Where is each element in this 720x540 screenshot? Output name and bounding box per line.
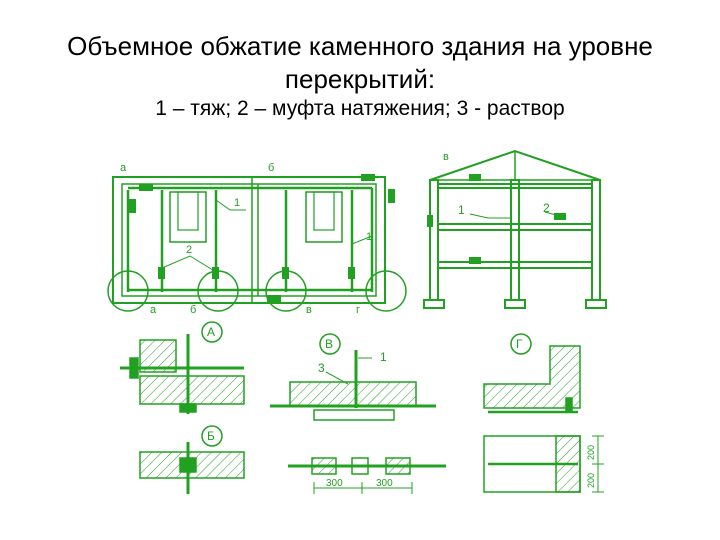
leader-line: [351, 235, 373, 245]
plan-inner-wall: [121, 183, 377, 297]
slab-hatch: [289, 381, 417, 407]
leader-line: [325, 371, 349, 385]
plan-labels: а б 1 2 1 а б в г в: [120, 151, 449, 316]
tension-coupling: [469, 257, 481, 264]
section-callout-1: 1: [458, 203, 465, 217]
coupling-detail: [288, 457, 446, 494]
section-callout-2: 2: [543, 201, 550, 215]
detail-label-b: Б: [207, 429, 215, 443]
detail-a: [120, 321, 245, 414]
wall-middle: [510, 179, 520, 301]
detail-label-g: Г: [516, 337, 523, 351]
plan-callout-1: 1: [234, 197, 240, 209]
dimension-label: 300: [326, 478, 343, 489]
detail-label-v: В: [325, 337, 333, 351]
detail-g: [483, 333, 581, 414]
detail-circle-v: [265, 270, 307, 312]
leader-line: [544, 211, 561, 217]
plan-view: [107, 174, 407, 312]
plan-detail-b: б: [190, 304, 196, 316]
plan-callout-1b: 1: [366, 231, 372, 243]
tension-coupling: [282, 267, 289, 279]
floor-slab: [437, 261, 593, 269]
anchor-plate: [179, 457, 197, 473]
anchor-plate: [129, 357, 139, 379]
tension-coupling: [361, 174, 375, 181]
floor-slab: [437, 183, 593, 189]
detail-v: [270, 333, 436, 421]
dimension-label: 300: [376, 478, 393, 489]
dimension-label: 200: [586, 473, 596, 488]
plan-stair-right: [305, 191, 343, 243]
mortar-bed: [313, 409, 395, 421]
wall-right: [591, 179, 601, 301]
detail-circle-b: [197, 270, 239, 312]
detail-marker-g: [510, 333, 532, 355]
tension-coupling: [554, 213, 566, 220]
tension-coupling: [212, 267, 219, 279]
section-label: в: [443, 151, 449, 163]
tension-coupling: [388, 189, 395, 203]
slide-title: Объемное обжатие каменного здания на уро…: [67, 31, 653, 94]
tension-coupling: [129, 199, 136, 213]
foundation-left: [423, 299, 445, 309]
plan-callout-2: 2: [186, 244, 192, 256]
foundation-right: [585, 299, 607, 309]
detail-marker-v: [319, 333, 341, 355]
floor-slab: [437, 223, 593, 231]
wall-left: [429, 179, 439, 301]
detail-circle-g: [365, 270, 407, 312]
detail-marker-a: [201, 321, 223, 343]
plan-stair-right-inner: [313, 191, 335, 231]
section-labels: 1 2: [458, 201, 550, 217]
plan-detail-v: в: [306, 304, 312, 316]
anchor-plate: [179, 403, 197, 413]
section-view: [423, 149, 607, 309]
tension-coupling: [267, 295, 281, 302]
detail-circle-a: [107, 270, 149, 312]
legend-caption: 1 – тяж; 2 – муфта натяжения; 3 - раство…: [155, 97, 565, 120]
plan-axis-a: а: [120, 162, 127, 174]
anchor-plate: [565, 397, 573, 413]
tension-coupling: [348, 267, 355, 279]
leader-line: [469, 213, 510, 219]
dimension-label: 200: [586, 445, 596, 460]
plan-detail-g: г: [356, 304, 360, 316]
detail-callout-1: 1: [380, 350, 387, 364]
foundation-mid: [504, 299, 526, 309]
leader-line: [215, 199, 246, 211]
leader-line: [161, 255, 217, 273]
tension-coupling: [427, 215, 433, 227]
detail-b: [139, 425, 245, 494]
plan-outer-wall: [112, 176, 386, 304]
tension-coupling: [158, 267, 165, 279]
plan-axis-b: б: [268, 162, 274, 174]
detail-callout-3: 3: [318, 361, 325, 375]
plan-stair-left: [169, 191, 207, 243]
wall-hatch: [139, 375, 245, 405]
plan-stair-left-inner: [177, 191, 199, 231]
tension-coupling: [139, 184, 153, 191]
detail-label-a: А: [207, 325, 215, 339]
detail-marker-b: [201, 425, 223, 447]
corner-wall-hatch: [483, 345, 581, 409]
plan-detail-a: а: [150, 304, 157, 316]
tension-coupling: [469, 174, 481, 181]
corner-plan-detail: [483, 435, 604, 493]
